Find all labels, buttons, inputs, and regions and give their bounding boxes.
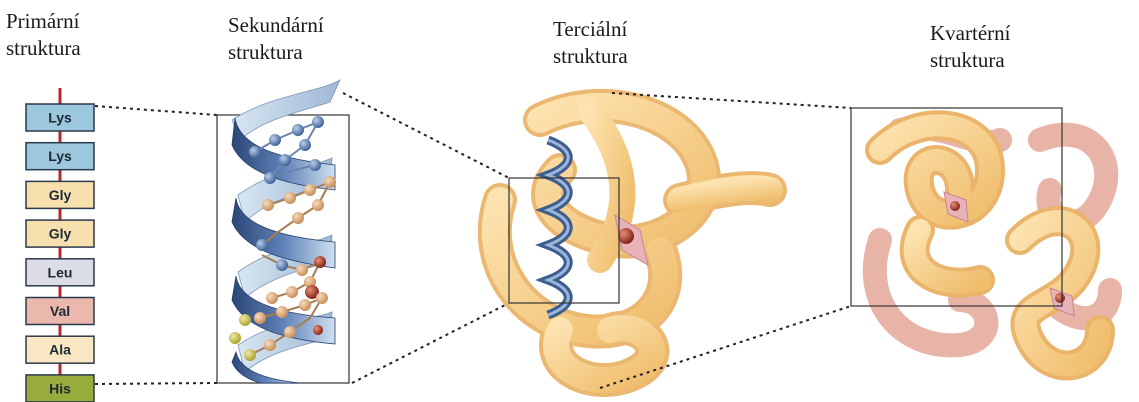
amino-acid-label: Gly: [49, 187, 72, 203]
amino-acid-lys: Lys: [26, 143, 94, 170]
amino-acid-label: Ala: [49, 342, 71, 358]
connector-line: [95, 106, 217, 115]
amino-acid-his: His: [26, 375, 94, 402]
amino-acid-val: Val: [26, 298, 94, 325]
amino-acid-label: His: [49, 380, 71, 396]
amino-acid-leu: Leu: [26, 259, 94, 286]
amino-acid-label: Leu: [48, 264, 73, 280]
amino-acid-gly: Gly: [26, 181, 94, 208]
amino-acid-label: Lys: [48, 110, 72, 126]
amino-acid-gly: Gly: [26, 220, 94, 247]
alpha-helix-ribbon: [232, 80, 340, 383]
connector-line: [352, 303, 509, 383]
amino-acid-label: Lys: [48, 148, 72, 164]
amino-acid-ala: Ala: [26, 336, 94, 363]
amino-acid-label: Val: [50, 303, 70, 319]
connector-line: [343, 93, 509, 178]
connector-line: [95, 383, 217, 384]
amino-acid-lys: Lys: [26, 104, 94, 131]
amino-acid-label: Gly: [49, 226, 72, 242]
